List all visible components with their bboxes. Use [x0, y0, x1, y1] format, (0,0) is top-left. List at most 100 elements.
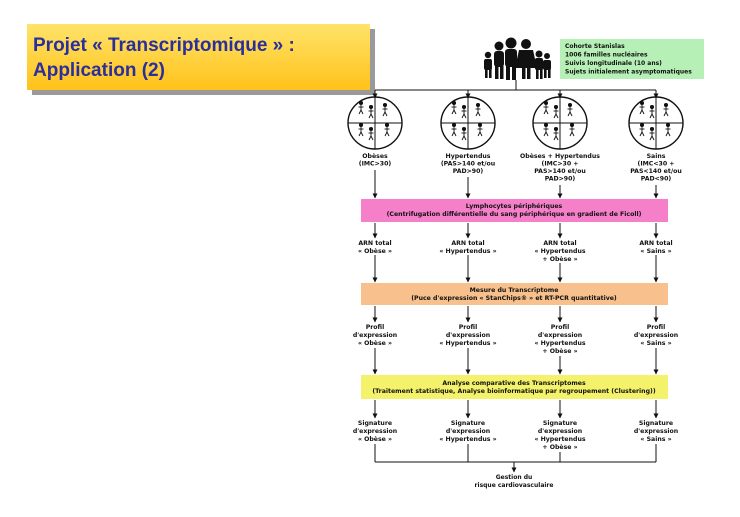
- group-circle: [440, 96, 496, 150]
- profil-label-line: « Hypertendus »: [439, 340, 496, 347]
- person-icon: [639, 100, 645, 115]
- profil-label-line: Profil: [647, 324, 666, 331]
- arn-label-line: + Obèse »: [542, 255, 577, 263]
- cohort-line: 1006 familles nucléaires: [565, 52, 648, 59]
- profil-label-line: « Obèse »: [358, 339, 392, 347]
- group-circle: [532, 96, 588, 150]
- arn-label-line: ARN total: [543, 240, 576, 247]
- signature-label-line: « Sains »: [640, 436, 671, 443]
- profil-label-line: d'expression: [634, 332, 678, 339]
- person-icon: [368, 104, 374, 119]
- signature-label-line: « Hypertendus: [534, 436, 585, 443]
- mesure-line: Mesure du Transcriptome: [470, 287, 559, 294]
- group-label-line: (IMC>30): [359, 161, 392, 168]
- signature-label-line: d'expression: [538, 428, 582, 435]
- outcome-connector: [374, 444, 657, 473]
- person-icon: [475, 102, 481, 117]
- person-icon: [649, 126, 655, 141]
- person-icon: [543, 122, 549, 137]
- signature-label-line: d'expression: [634, 428, 678, 435]
- signature-label-line: « Obèse »: [358, 435, 392, 443]
- lymphocytes-text: Lymphocytes périphériques(Centrifugation…: [387, 202, 642, 218]
- signature-label-line: d'expression: [353, 428, 397, 435]
- profil-label-line: + Obèse »: [542, 347, 577, 355]
- person-icon: [384, 122, 390, 137]
- analyse-step: Analyse comparative des Transcriptomes(T…: [361, 375, 668, 399]
- signature-label-line: Signature: [451, 420, 485, 427]
- profil-label-line: d'expression: [538, 332, 582, 339]
- profil-label-line: « Hypertendus: [534, 340, 585, 347]
- profil-label-line: Profil: [459, 324, 478, 331]
- group-label-line: PAD>90): [453, 168, 484, 175]
- profil-label-line: d'expression: [353, 332, 397, 339]
- signature-label-line: Signature: [639, 420, 673, 427]
- group-label-line: (IMC<30 +: [638, 161, 675, 168]
- lymphocytes-line: (Centrifugation différentielle du sang p…: [387, 210, 642, 218]
- group-label-line: PAD>90): [545, 176, 576, 183]
- profil-label-line: Profil: [366, 324, 385, 331]
- mesure-step: Mesure du Transcriptome(Puce d'expressio…: [361, 283, 668, 305]
- person-icon: [382, 102, 388, 117]
- arn-label-line: ARN total: [358, 240, 391, 247]
- group-labels: Obèses(IMC>30)Hypertendus(PAS>140 et/ouP…: [359, 152, 682, 183]
- signature-label-line: + Obèse »: [542, 443, 577, 451]
- arn-labels: ARN total« Obèse »ARN total« Hypertendus…: [358, 240, 673, 263]
- signature-label-line: Signature: [358, 420, 392, 427]
- cohort-line: Sujets initialement asymptomatiques: [565, 69, 692, 76]
- person-icon: [368, 126, 374, 141]
- title-box: Projet « Transcriptomique » : Applicatio…: [27, 24, 370, 90]
- cohort-box: [560, 39, 704, 79]
- group-label-line: (PAS>140 et/ou: [441, 161, 495, 168]
- group-circle: [628, 96, 684, 150]
- group-label-line: PAD<90): [641, 176, 672, 183]
- profil-label-line: Profil: [551, 324, 570, 331]
- cohort-text: Cohorte Stanislas 1006 familles nucléaire…: [565, 43, 692, 76]
- person-icon: [569, 122, 575, 137]
- group-label-line: Obèses: [362, 152, 388, 160]
- flow-arrows: [372, 170, 659, 473]
- person-icon: [665, 122, 671, 137]
- arn-label-line: « Hypertendus: [534, 248, 585, 255]
- group-label-line: Obèses + Hypertendus: [520, 152, 600, 160]
- signature-label-line: d'expression: [446, 428, 490, 435]
- arn-label-line: « Sains »: [640, 248, 671, 255]
- lymphocytes-step: Lymphocytes périphériques(Centrifugation…: [361, 199, 668, 222]
- mesure-text: Mesure du Transcriptome(Puce d'expressio…: [411, 287, 617, 302]
- group-circle: [347, 96, 403, 150]
- group-label-line: (IMC>30 +: [542, 161, 579, 168]
- arn-label-line: « Hypertendus »: [439, 248, 496, 255]
- person-icon: [663, 102, 669, 117]
- cohort-line: Suivis longitudinale (10 ans): [565, 60, 662, 67]
- person-icon: [451, 122, 457, 137]
- person-icon: [553, 126, 559, 141]
- person-icon: [567, 102, 573, 117]
- mesure-line: (Puce d'expression « StanChips® » et RT-…: [411, 294, 617, 302]
- arn-label-line: ARN total: [451, 240, 484, 247]
- group-label-line: Hypertendus: [446, 153, 491, 160]
- profil-label-line: d'expression: [446, 332, 490, 339]
- group-label-line: PAS<140 et/ou: [630, 168, 682, 175]
- signature-label-line: « Hypertendus »: [439, 436, 496, 443]
- analyse-line: Analyse comparative des Transcriptomes: [442, 380, 586, 387]
- analyse-text: Analyse comparative des Transcriptomes(T…: [372, 380, 656, 395]
- group-label-line: Sains: [647, 153, 666, 160]
- slide-title-line-1: Projet « Transcriptomique » :: [33, 35, 295, 56]
- person-icon: [477, 122, 483, 137]
- person-icon: [451, 100, 457, 115]
- slide-title-line-2: Application (2): [33, 60, 165, 81]
- signature-label-line: Signature: [543, 420, 577, 427]
- arn-label-line: « Obèse »: [358, 247, 392, 255]
- cohort-line: Cohorte Stanislas: [565, 43, 625, 50]
- group-label-line: PAS>140 et/ou: [534, 168, 586, 175]
- person-icon: [461, 104, 467, 119]
- person-icon: [639, 122, 645, 137]
- slide-title: Projet « Transcriptomique » : Applicatio…: [33, 33, 295, 83]
- distribution-connectors: [372, 80, 659, 99]
- family-icon: [484, 37, 551, 80]
- person-icon: [358, 122, 364, 137]
- group-circles: [347, 96, 684, 150]
